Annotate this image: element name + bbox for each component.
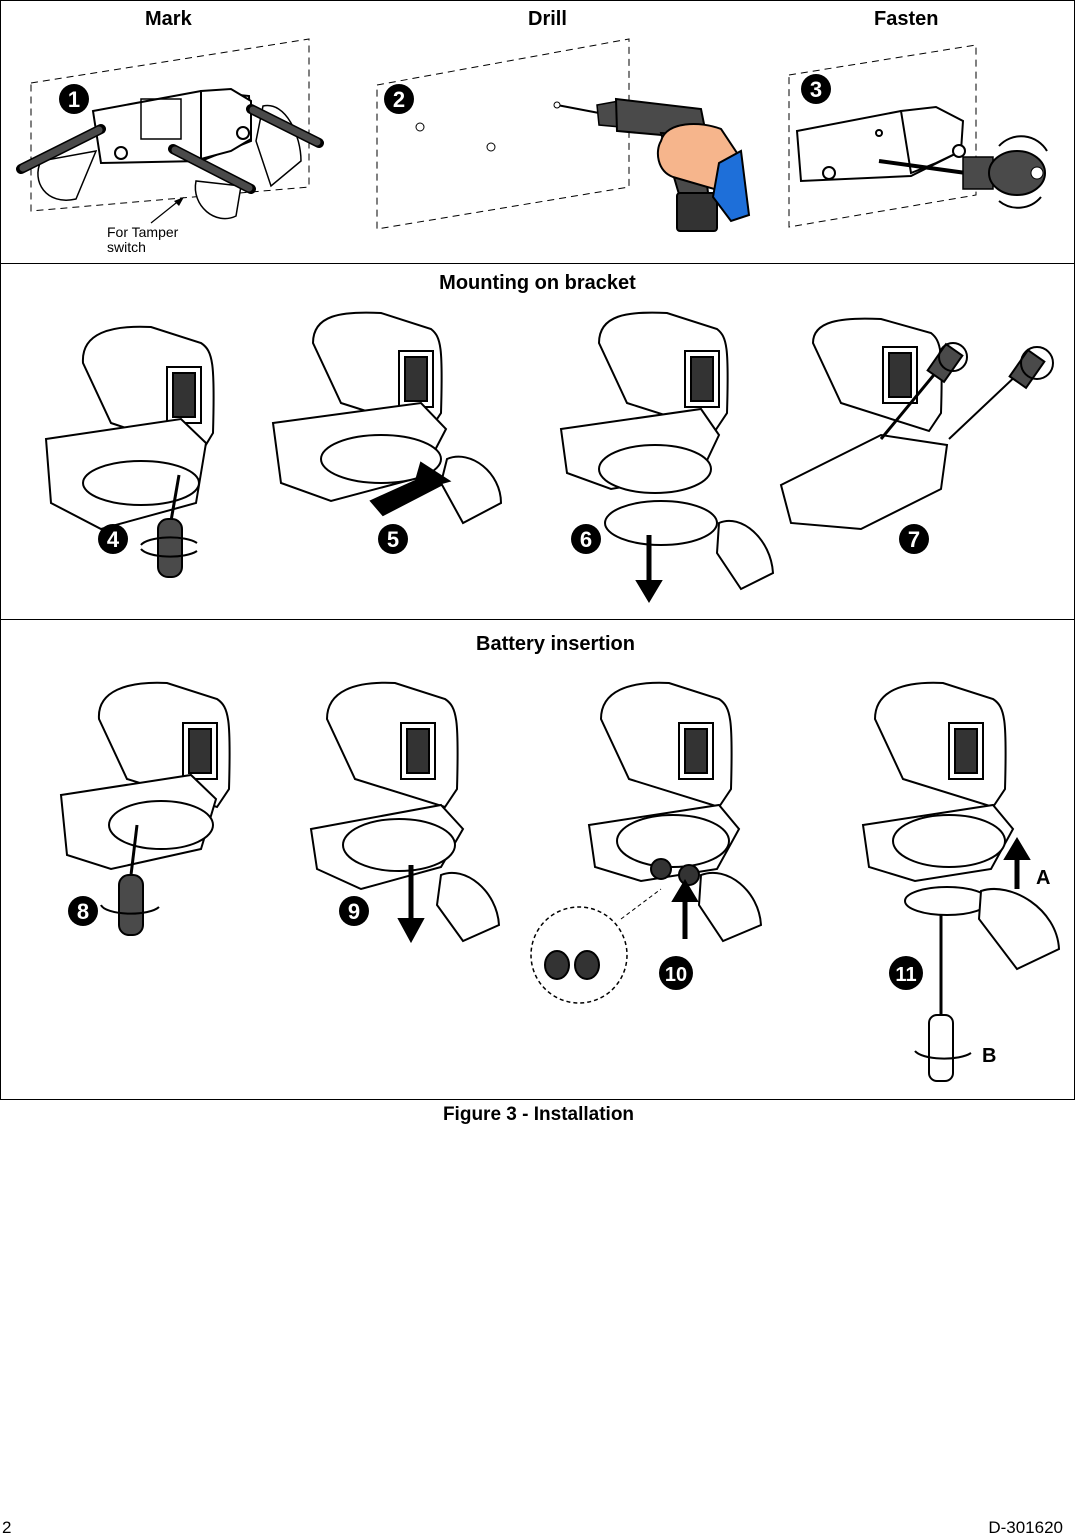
sleeve bbox=[711, 149, 751, 223]
tamper-note-line1: For Tamper bbox=[107, 224, 179, 240]
label-a: A bbox=[1036, 867, 1051, 889]
step-9-badge: 9 bbox=[339, 896, 369, 926]
bracket-illustration bbox=[91, 87, 253, 165]
row-mounting-on-bracket: Mounting on bracket 4 bbox=[1, 263, 1074, 620]
screwdriver bbox=[878, 135, 1048, 209]
hand-right bbox=[246, 104, 324, 188]
row3-illustrations: 8 9 bbox=[59, 681, 1061, 1082]
svg-text:2: 2 bbox=[393, 87, 405, 112]
hand-center bbox=[168, 144, 256, 220]
page-number: 2 bbox=[2, 1518, 12, 1537]
svg-text:11: 11 bbox=[895, 964, 916, 986]
svg-text:9: 9 bbox=[348, 899, 360, 924]
step-6-badge: 6 bbox=[571, 524, 601, 554]
installation-figure: Mark Drill Fasten bbox=[0, 0, 1075, 1100]
tamper-arrowhead bbox=[174, 197, 184, 206]
detector-step-9 bbox=[309, 681, 501, 944]
header-mark: Mark bbox=[145, 8, 192, 30]
wall-outline-fasten bbox=[788, 44, 977, 228]
svg-text:1: 1 bbox=[68, 87, 80, 112]
step-2-badge: 2 bbox=[384, 84, 414, 114]
step-4-badge: 4 bbox=[98, 524, 128, 554]
row2-illustrations: 4 5 bbox=[44, 311, 1054, 603]
label-b: B bbox=[982, 1045, 997, 1067]
detector-step-6 bbox=[559, 311, 775, 603]
bracket-fastened bbox=[795, 105, 966, 183]
drill-hole bbox=[486, 142, 496, 152]
hand-left bbox=[16, 124, 106, 201]
tamper-note: For Tamper switch bbox=[107, 225, 178, 255]
rotation-arrow bbox=[998, 135, 1048, 152]
document-id: D-301620 bbox=[988, 1518, 1063, 1537]
step-10-badge: 10 bbox=[659, 956, 693, 990]
figure-caption: Figure 3 - Installation bbox=[442, 1104, 635, 1125]
step-8-badge: 8 bbox=[68, 896, 98, 926]
step-3-badge: 3 bbox=[801, 74, 831, 104]
step-1-badge: 1 bbox=[59, 84, 89, 114]
detector-step-5 bbox=[271, 311, 503, 525]
row-battery-insertion: Battery insertion 8 bbox=[1, 619, 1074, 1099]
step-7-badge: 7 bbox=[899, 524, 929, 554]
detector-step-10 bbox=[530, 681, 763, 1004]
svg-text:5: 5 bbox=[387, 527, 399, 552]
step-5-badge: 5 bbox=[378, 524, 408, 554]
tamper-note-line2: switch bbox=[107, 239, 146, 255]
detector-step-11 bbox=[861, 681, 1061, 1082]
svg-text:3: 3 bbox=[810, 77, 822, 102]
svg-text:8: 8 bbox=[77, 899, 89, 924]
drill-hole bbox=[415, 122, 425, 132]
header-drill: Drill bbox=[528, 8, 567, 30]
svg-text:10: 10 bbox=[665, 964, 687, 986]
section-title-battery: Battery insertion bbox=[476, 633, 635, 655]
detector-step-4 bbox=[44, 325, 215, 578]
detector-step-7 bbox=[779, 317, 1054, 531]
svg-text:6: 6 bbox=[580, 527, 592, 552]
detector-step-8 bbox=[59, 681, 231, 936]
row-mark-drill-fasten: Mark Drill Fasten bbox=[1, 1, 1074, 264]
svg-text:7: 7 bbox=[908, 527, 920, 552]
section-title-mounting: Mounting on bracket bbox=[439, 272, 636, 294]
header-fasten: Fasten bbox=[874, 8, 939, 30]
step-11-badge: 11 bbox=[889, 956, 923, 990]
svg-text:4: 4 bbox=[107, 527, 120, 552]
wall-outline-drill bbox=[376, 38, 630, 230]
power-drill bbox=[553, 97, 751, 232]
row1-illustrations: 1 2 bbox=[16, 38, 1048, 232]
